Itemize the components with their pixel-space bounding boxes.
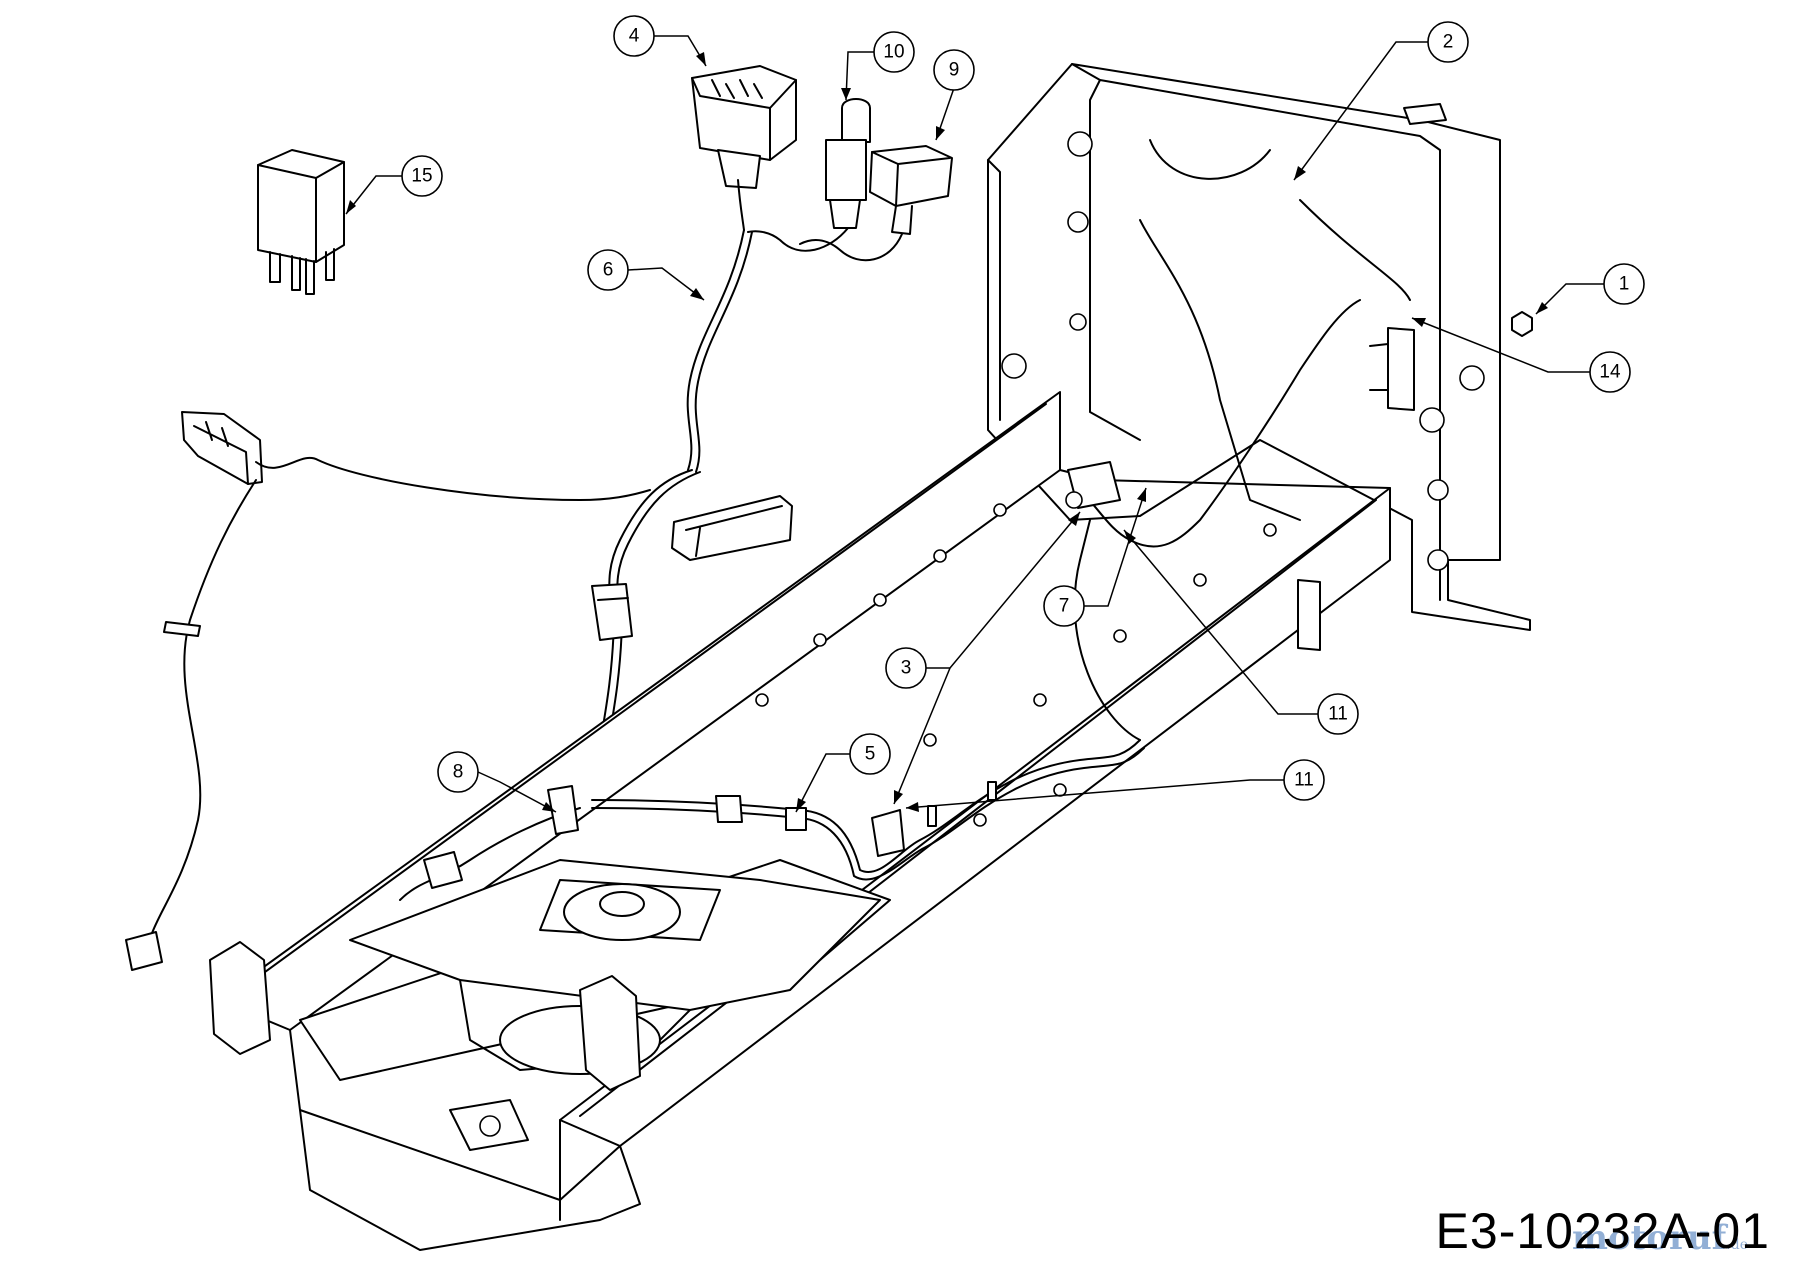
callout-11-lower: 11 [905,759,1325,812]
relay-part [257,149,345,295]
right-sensor [671,495,793,561]
callout-label-5: 5 [865,744,876,765]
front-right-bracket [579,975,641,1091]
wire-harness-6 [591,227,903,801]
callout-3: 3 [885,511,1081,805]
left-sensor [147,411,651,961]
callout-2: 2 [1293,21,1469,181]
wire-harness-3 [399,299,1361,901]
connector-7 [1065,461,1121,509]
front-left-bracket [125,931,271,1055]
callout-4: 4 [613,15,707,67]
callout-6: 6 [587,249,705,301]
callout-label-8: 8 [453,762,464,783]
callout-label-7: 7 [1059,596,1070,617]
harness-connector [591,583,633,641]
watermark-text: motoruf [1572,1218,1727,1258]
callout-11-upper: 11 [1124,530,1359,735]
ignition-switch-part [691,65,797,231]
hex-nut-1 [1511,311,1533,337]
callout-label-11b: 11 [1294,770,1314,791]
switch-part-9 [869,145,953,235]
callout-5: 5 [795,733,891,813]
connector-8 [423,785,579,889]
callout-14: 14 [1411,317,1631,393]
callout-1: 1 [1535,263,1645,315]
component-14 [1369,327,1415,411]
callout-9: 9 [933,49,975,141]
cable-clip [163,621,201,637]
callout-label-1: 1 [1619,274,1630,295]
switch-part-10 [825,98,871,229]
callout-label-2: 2 [1443,32,1454,53]
callout-label-6: 6 [603,260,614,281]
callout-label-3: 3 [901,658,912,679]
connector-11 [871,781,997,857]
callout-10: 10 [841,31,915,101]
rear-frame [987,63,1531,631]
callout-label-10: 10 [883,42,904,63]
callout-label-11a: 11 [1328,704,1348,725]
watermark-logo: motoruf.de [1572,1218,1748,1258]
drawing-number: E3-10232A-01 [1435,1203,1770,1259]
callout-8: 8 [437,751,557,813]
callout-label-15: 15 [411,166,432,187]
callout-label-4: 4 [629,26,640,47]
watermark-suffix: .de [1726,1237,1748,1253]
clip-5 [715,795,807,831]
callout-7: 7 [1043,487,1147,627]
callout-15: 15 [345,155,443,215]
callout-label-14: 14 [1599,362,1621,383]
callout-label-9: 9 [949,60,960,81]
